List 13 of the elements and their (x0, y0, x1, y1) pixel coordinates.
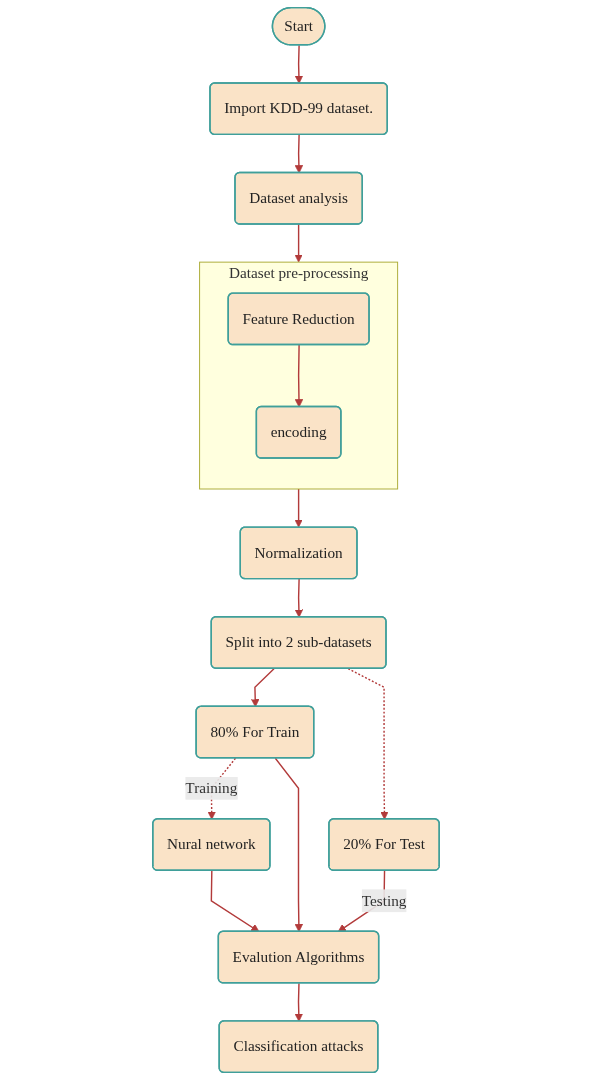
arrow (294, 344, 304, 408)
arrow (294, 578, 304, 618)
arrow (274, 757, 304, 933)
arrow (210, 870, 260, 933)
arrow (347, 667, 389, 820)
arrow (294, 488, 303, 528)
arrow (294, 982, 303, 1022)
arrow (294, 134, 304, 174)
arrow (294, 44, 304, 84)
edge-label: Training (185, 779, 238, 796)
arrow (251, 667, 275, 708)
arrow (294, 223, 303, 263)
edge-label: Testing (361, 892, 407, 909)
